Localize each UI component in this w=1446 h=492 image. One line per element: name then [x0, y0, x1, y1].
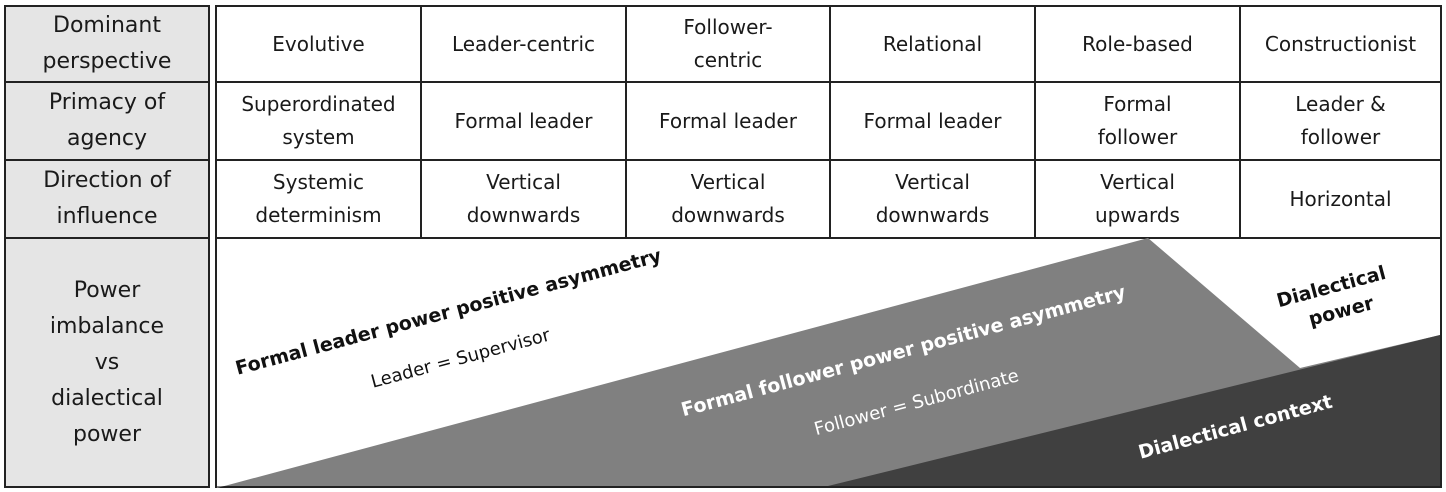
cell-influence: Horizontal: [1241, 161, 1440, 237]
cell-influence: Vertical upwards: [1036, 161, 1239, 237]
row-header-column: Dominant perspective Primacy of agency D…: [4, 5, 210, 488]
perspective-grid: Evolutive Leader-centric Follower-centri…: [215, 5, 1442, 488]
cell-influence: Systemic determinism: [217, 161, 420, 237]
row-header-influence-label: Direction of influence: [43, 168, 171, 229]
cell-text: Formal leader: [659, 108, 797, 133]
cell-text: Vertical upwards: [1095, 170, 1180, 227]
cell-text: Superordinated system: [241, 92, 396, 149]
row-divider: [217, 81, 1440, 83]
cell-agency: Formal leader: [831, 83, 1034, 159]
row-header-agency: Primacy of agency: [6, 83, 208, 161]
row-header-power-label: Power imbalance vs dialectical power: [49, 277, 165, 447]
cell-text: Follower-centric: [683, 15, 773, 72]
cell-text: Leader-centric: [451, 31, 596, 56]
dialectical-power-label: Dialectical power: [1274, 260, 1401, 337]
row-header-power: Power imbalance vs dialectical power: [6, 239, 208, 486]
cell-perspective: Leader-centric: [422, 7, 625, 81]
column-divider: [625, 7, 627, 238]
cell-perspective: Relational: [831, 7, 1034, 81]
cell-text: Vertical downwards: [671, 170, 785, 227]
cell-perspective: Evolutive: [217, 7, 420, 81]
cell-influence: Vertical downwards: [422, 161, 625, 237]
row-header-perspective-label: Dominant perspective: [42, 13, 172, 74]
cell-text: Vertical downwards: [875, 170, 990, 227]
column-divider: [1239, 7, 1241, 238]
cell-text: Relational: [882, 31, 983, 56]
cell-agency: Formal leader: [422, 83, 625, 159]
column-divider: [829, 7, 831, 238]
row-divider: [217, 237, 1440, 239]
cell-agency: Superordinated system: [217, 83, 420, 159]
row-header-perspective: Dominant perspective: [6, 7, 208, 83]
cell-text: Formal leader: [863, 108, 1002, 133]
cell-text: Systemic determinism: [255, 170, 382, 227]
cell-text: Formal follower: [1097, 92, 1178, 149]
cell-text: Vertical downwards: [466, 170, 581, 227]
cell-influence: Vertical downwards: [831, 161, 1034, 237]
cell-text: Evolutive: [272, 31, 365, 56]
cell-text: Role-based: [1082, 31, 1193, 56]
cell-text: Leader & follower: [1295, 92, 1386, 149]
cell-agency: Formal leader: [627, 83, 829, 159]
cell-text: Horizontal: [1289, 186, 1392, 211]
cell-perspective: Follower-centric: [627, 7, 829, 81]
row-divider: [217, 159, 1440, 161]
column-divider: [420, 7, 422, 238]
cell-influence: Vertical downwards: [627, 161, 829, 237]
row-header-agency-label: Primacy of agency: [48, 90, 166, 151]
cell-text: Formal leader: [454, 108, 593, 133]
cell-agency: Leader & follower: [1241, 83, 1440, 159]
column-divider: [1034, 7, 1036, 238]
cell-text: Constructionist: [1264, 31, 1417, 56]
cell-perspective: Role-based: [1036, 7, 1239, 81]
row-header-influence: Direction of influence: [6, 161, 208, 239]
dialectical-context-region: [828, 335, 1440, 486]
cell-perspective: Constructionist: [1241, 7, 1440, 81]
cell-agency: Formal follower: [1036, 83, 1239, 159]
